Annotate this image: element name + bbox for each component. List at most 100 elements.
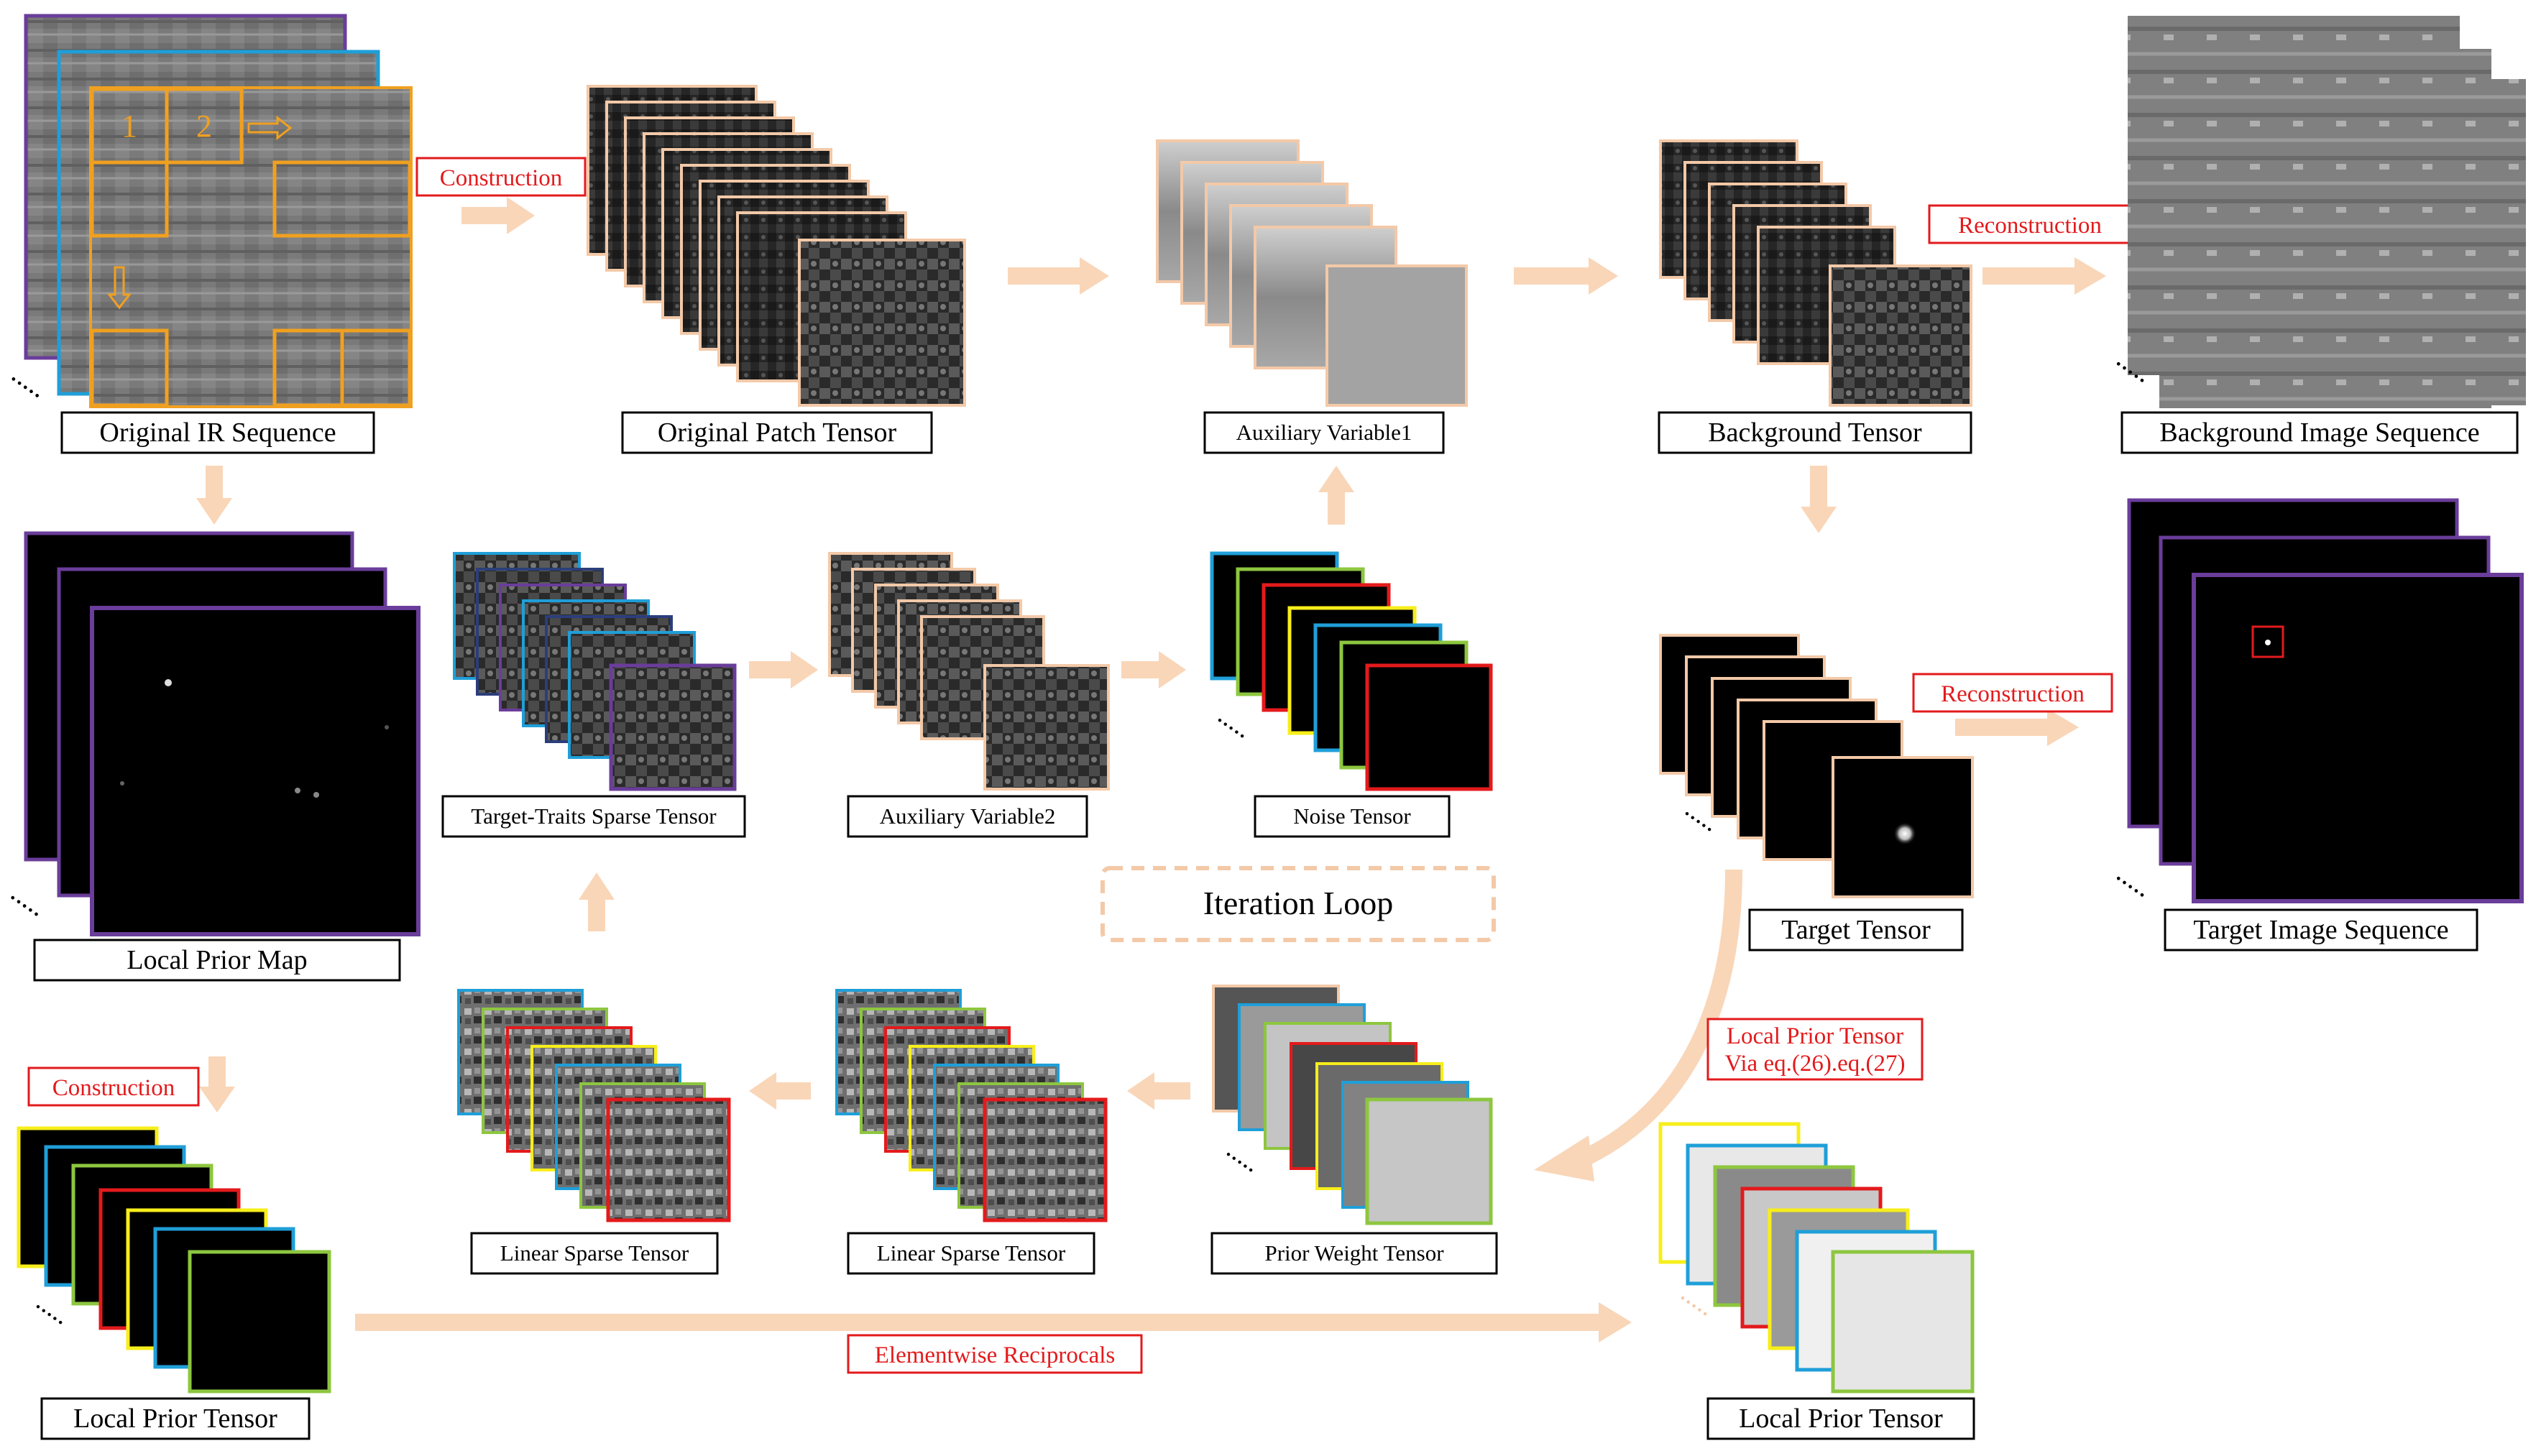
stride-arrow-right-icon: [247, 115, 293, 141]
local-prior-via-line2: Via eq.(26).eq.(27): [1725, 1051, 1906, 1077]
prior-dot: [385, 725, 389, 729]
label-box-lpt-left: [40, 1397, 311, 1440]
noise-tensor: ..... Noise Tensor: [1210, 551, 1493, 838]
reconstruction-label-target: Reconstruction: [1912, 673, 2113, 713]
lpt-right-slice-front: [1831, 1250, 1975, 1393]
label-box-noise: [1254, 795, 1451, 838]
target-highlight-box: [2251, 625, 2284, 658]
arrow-priormap-down: [199, 1056, 235, 1112]
label-prior-weight-tensor: Prior Weight Tensor: [1264, 1240, 1444, 1266]
label-iteration-loop: Iteration Loop: [1203, 885, 1393, 921]
patch-slice-front: [798, 239, 966, 407]
label-box-target-image-sequence: [2164, 908, 2478, 952]
flow-arrows: [196, 197, 2106, 1342]
patch-box-4: [272, 160, 412, 238]
prior-dot: [295, 788, 300, 793]
ellipsis-dots: .....: [31, 1286, 76, 1331]
label-box-original-ir: [60, 411, 375, 454]
label-box-aux2: [847, 795, 1088, 838]
label-box-background-tensor: [1658, 411, 1972, 454]
linear-sparse-tensor-2: Linear Sparse Tensor: [835, 989, 1108, 1275]
label-target-tensor: Target Tensor: [1781, 915, 1931, 945]
arrow-background-down: [1801, 466, 1837, 533]
arrow-ir-to-patch: [461, 197, 535, 234]
label-box-lpt-right: [1706, 1397, 1975, 1440]
linear2-slice-front: [983, 1097, 1108, 1222]
arrow-traits-to-aux2: [749, 651, 818, 688]
label-background-image-sequence: Background Image Sequence: [2159, 418, 2479, 448]
label-original-patch-tensor: Original Patch Tensor: [658, 418, 897, 448]
ellipsis-dots: .....: [5, 875, 53, 923]
label-box-local-prior-map: [33, 939, 401, 982]
target-image-sequence: ..... Target Image Sequence: [2111, 498, 2524, 952]
reconstruction-target-text: Reconstruction: [1941, 681, 2085, 707]
label-linear-sparse-tensor-2: Linear Sparse Tensor: [877, 1240, 1066, 1266]
auxiliary-variable1: Auxiliary Variable1: [1156, 139, 1468, 454]
patch-box-3: [90, 160, 169, 238]
arrow-target-curve: [1567, 869, 1742, 1173]
label-auxiliary-variable1: Auxiliary Variable1: [1236, 420, 1412, 445]
label-box-prior-weight: [1210, 1232, 1498, 1275]
prior-dot: [313, 792, 319, 798]
label-linear-sparse-tensor-1: Linear Sparse Tensor: [500, 1240, 689, 1266]
target-highlight-dot: [2265, 640, 2271, 645]
patch-box-5: [90, 328, 169, 407]
label-box-original-patch: [621, 411, 933, 454]
elementwise-reciprocals-text: Elementwise Reciprocals: [875, 1342, 1115, 1368]
patch-box-2: [165, 87, 244, 165]
bg-slice-front: [1829, 264, 1972, 407]
label-noise-tensor: Noise Tensor: [1293, 803, 1411, 829]
target-image-frame-front: [2192, 573, 2524, 903]
label-local-prior-map: Local Prior Map: [127, 945, 307, 975]
weight-slice-front: [1365, 1097, 1493, 1225]
iteration-loop-box: [1101, 866, 1496, 942]
original-patch-tensor: Original Patch Tensor: [587, 85, 966, 454]
arrow-ir-down: [196, 466, 232, 525]
aux1-slice-front: [1325, 264, 1468, 407]
local-prior-map: ..... Local Prior Map: [5, 531, 421, 982]
arrow-linear2-to-linear1: [749, 1072, 811, 1110]
local-prior-tensor-left: ..... Local Prior Tensor: [17, 1126, 331, 1440]
prior-dot: [120, 781, 124, 785]
local-prior-via-line1: Local Prior Tensor: [1727, 1023, 1903, 1049]
ellipsis-dots: .....: [2111, 856, 2159, 903]
prior-dot: [165, 679, 172, 686]
label-box-aux1: [1203, 411, 1445, 454]
reconstruction-bg-text: Reconstruction: [1958, 213, 2102, 239]
original-ir-sequence: 1 2 ..... Original IR Sequence: [6, 14, 413, 454]
arrow-prior-to-linear2: [1127, 1072, 1190, 1110]
arrow-aux2-to-noise: [1121, 651, 1186, 688]
arrow-background-reconstruction: [1982, 257, 2106, 295]
prior-weight-tensor: ..... Prior Weight Tensor: [1210, 985, 1498, 1275]
ellipsis-dots: .....: [6, 357, 55, 405]
iteration-loop: Iteration Loop: [1101, 866, 1496, 942]
label-box-traits: [441, 795, 746, 838]
arrow-noise-to-aux1: [1318, 466, 1354, 525]
label-box-bg-image-sequence: [2120, 411, 2519, 454]
label-background-tensor: Background Tensor: [1708, 418, 1922, 448]
ellipsis-dots: .....: [1221, 1134, 1267, 1179]
background-image-sequence: ..... Background Image Sequence: [2111, 16, 2526, 454]
arrow-target-reconstruction: [1955, 709, 2079, 746]
arrow-target-curve-head: [1534, 1135, 1594, 1181]
target-spot: [1893, 822, 1916, 845]
construction-top-text: Construction: [440, 165, 563, 191]
prior-map-frame-front: [90, 606, 421, 936]
background-tensor: Background Tensor: [1658, 139, 1972, 454]
label-box-linear1: [470, 1232, 719, 1275]
linear-sparse-tensor-1: Linear Sparse Tensor: [457, 989, 731, 1275]
construction-label-top: Construction: [415, 157, 587, 197]
stride-arrow-down-icon: [106, 266, 132, 310]
arrow-elementwise: [355, 1302, 1632, 1342]
traits-slice-front: [609, 663, 737, 791]
arrow-patch-to-aux1: [1008, 257, 1109, 295]
label-original-ir-sequence: Original IR Sequence: [99, 418, 336, 448]
bg-image-frame-front: [2194, 79, 2526, 405]
local-prior-via-label: Local Prior Tensor Via eq.(26).eq.(27): [1706, 1018, 1924, 1081]
construction-label-bottom: Construction: [27, 1066, 200, 1107]
construction-bottom-text: Construction: [52, 1075, 175, 1101]
local-prior-tensor-right: ..... Local Prior Tensor: [1658, 1122, 1975, 1440]
target-tensor: ..... Target Tensor: [1659, 634, 1974, 952]
